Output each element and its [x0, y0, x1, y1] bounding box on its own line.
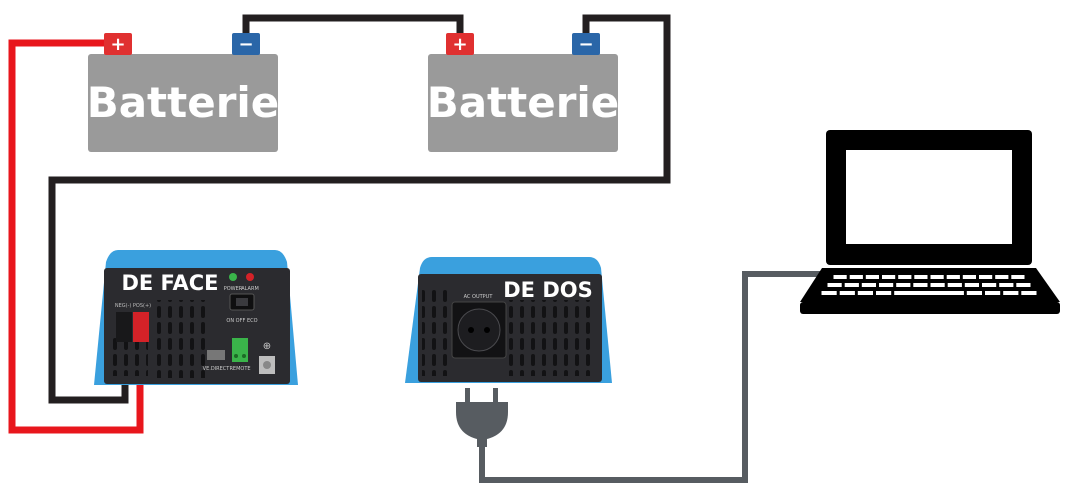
vent-grid — [110, 336, 148, 376]
negative-terminal — [232, 33, 260, 55]
keyboard-key — [821, 291, 837, 295]
ve-direct-port — [207, 350, 225, 360]
terminal-labels: NEG(-) POS(+) — [115, 303, 151, 309]
laptop-icon — [800, 130, 1060, 314]
positive-terminal-post — [133, 312, 149, 342]
keyboard-spacebar — [894, 291, 964, 295]
ground-symbol: ⊕ — [263, 341, 271, 352]
keyboard-key — [964, 283, 979, 287]
alarm-led — [246, 273, 254, 281]
keyboard-key — [995, 275, 1009, 279]
keyboard-key — [857, 291, 873, 295]
keyboard-key — [982, 283, 997, 287]
keyboard-key — [946, 275, 960, 279]
keyboard-key — [1003, 291, 1019, 295]
ve-direct-label: VE.DIRECT — [203, 366, 231, 372]
keyboard-key — [879, 283, 894, 287]
negative-terminal-post — [116, 312, 132, 342]
keyboard-key — [947, 283, 962, 287]
laptop-screen — [846, 150, 1012, 244]
inverter-back: AC OUTPUT DE DOS — [405, 257, 612, 383]
keyboard-key — [827, 283, 842, 287]
keyboard-key — [839, 291, 855, 295]
remote-connector — [232, 338, 248, 362]
negative-symbol: − — [238, 34, 253, 55]
battery-label: Batterie — [427, 78, 620, 127]
inverter-back-label: DE DOS — [503, 278, 593, 302]
keyboard-key — [1016, 283, 1031, 287]
remote-label: REMOTE — [229, 366, 250, 372]
keyboard-key — [1011, 275, 1025, 279]
keyboard-key — [913, 283, 928, 287]
keyboard-key — [898, 275, 912, 279]
keyboard-key — [833, 275, 847, 279]
keyboard-key — [876, 291, 892, 295]
inverter-front: NEG(-) POS(+) POWER ALARM ON OFF ECO VE.… — [94, 250, 298, 385]
keyboard-key — [914, 275, 928, 279]
keyboard-key — [930, 275, 944, 279]
keyboard-key — [865, 275, 879, 279]
ac-output-label: AC OUTPUT — [464, 294, 494, 300]
keyboard-key — [999, 283, 1014, 287]
battery-2: + − Batterie — [427, 33, 620, 152]
vent-grid — [422, 290, 452, 376]
ac-cable — [479, 271, 832, 483]
negative-symbol: − — [578, 34, 593, 55]
keyboard-key — [930, 283, 945, 287]
battery-bridge-wire — [242, 14, 464, 39]
negative-wire — [48, 14, 671, 404]
keyboard-key — [966, 291, 982, 295]
switch-label: ON OFF ECO — [226, 318, 257, 324]
battery-label: Batterie — [87, 78, 280, 127]
keyboard-key — [896, 283, 911, 287]
laptop-keyboard — [821, 275, 1037, 295]
power-label: POWER — [224, 286, 243, 292]
battery-body — [88, 54, 278, 152]
keyboard-key — [1021, 291, 1037, 295]
keyboard-key — [985, 291, 1001, 295]
power-led — [229, 273, 237, 281]
keyboard-key — [882, 275, 896, 279]
keyboard-key — [844, 283, 859, 287]
negative-terminal — [572, 33, 600, 55]
inverter-front-label: DE FACE — [121, 271, 218, 295]
keyboard-key — [861, 283, 876, 287]
positive-symbol: + — [110, 34, 125, 55]
positive-terminal — [104, 33, 132, 55]
vent-grid — [152, 300, 212, 378]
positive-terminal — [446, 33, 474, 55]
keyboard-key — [849, 275, 863, 279]
keyboard-key — [979, 275, 993, 279]
battery-body — [428, 54, 618, 152]
keyboard-key — [962, 275, 976, 279]
vent-grid — [505, 300, 597, 376]
battery-1: + − Batterie — [87, 33, 280, 152]
plug-icon — [456, 388, 508, 447]
positive-symbol: + — [452, 34, 467, 55]
alarm-label: ALARM — [241, 286, 259, 292]
